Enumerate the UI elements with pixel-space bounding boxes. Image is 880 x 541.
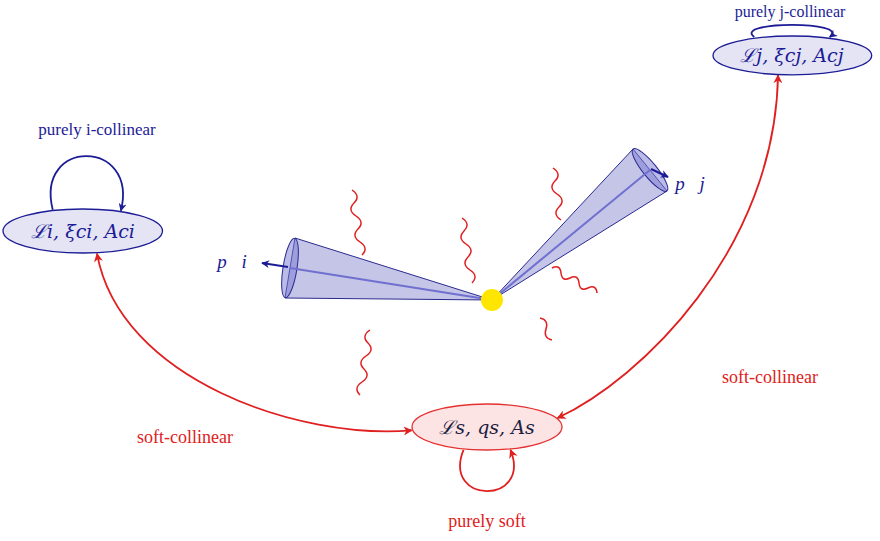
self-loop-arrow xyxy=(51,156,123,211)
ellipse-shape xyxy=(412,404,562,450)
momentum-label: p⃗i xyxy=(215,252,249,273)
gluon-line xyxy=(351,190,365,255)
self-loop-arrow xyxy=(460,450,514,491)
field-ellipse: ℒi, ξci, Aci xyxy=(2,208,163,254)
field-content: ℒi, ξci, Aci xyxy=(31,218,135,244)
gluon-line xyxy=(552,168,562,220)
cone-axis xyxy=(290,268,492,300)
momentum-label: p⃗j xyxy=(673,174,707,195)
ellipse-shape xyxy=(3,209,162,253)
hard-vertex xyxy=(481,289,503,311)
gluon-line xyxy=(357,330,371,395)
field-content: ℒj, ξcj, Acj xyxy=(740,42,843,68)
field-content: ℒs, qs, As xyxy=(439,414,534,440)
interaction-label: purely j-collinear xyxy=(733,3,848,21)
cone-axis xyxy=(492,170,650,300)
interaction-label: soft-collinear xyxy=(720,368,820,388)
ellipse-shape xyxy=(713,36,872,75)
interaction-label: purely i-collinear xyxy=(36,121,158,140)
cone-body xyxy=(492,149,667,300)
jet-cone-j xyxy=(492,145,672,300)
momentum-arrow xyxy=(262,263,288,267)
field-ellipse: ℒj, ξcj, Acj xyxy=(712,35,873,76)
gluon-line xyxy=(540,318,552,340)
gluon-line xyxy=(552,267,597,293)
interaction-arrow xyxy=(97,254,412,432)
momentum-arrow xyxy=(651,169,668,177)
interaction-label: soft-collinear xyxy=(135,428,235,448)
field-ellipse: ℒs, qs, As xyxy=(411,403,563,451)
interaction-arrow xyxy=(557,75,778,418)
gluon-line xyxy=(461,218,475,283)
cone-body xyxy=(285,238,492,300)
jet-cone-i xyxy=(262,237,492,300)
interaction-label: purely soft xyxy=(446,512,527,532)
